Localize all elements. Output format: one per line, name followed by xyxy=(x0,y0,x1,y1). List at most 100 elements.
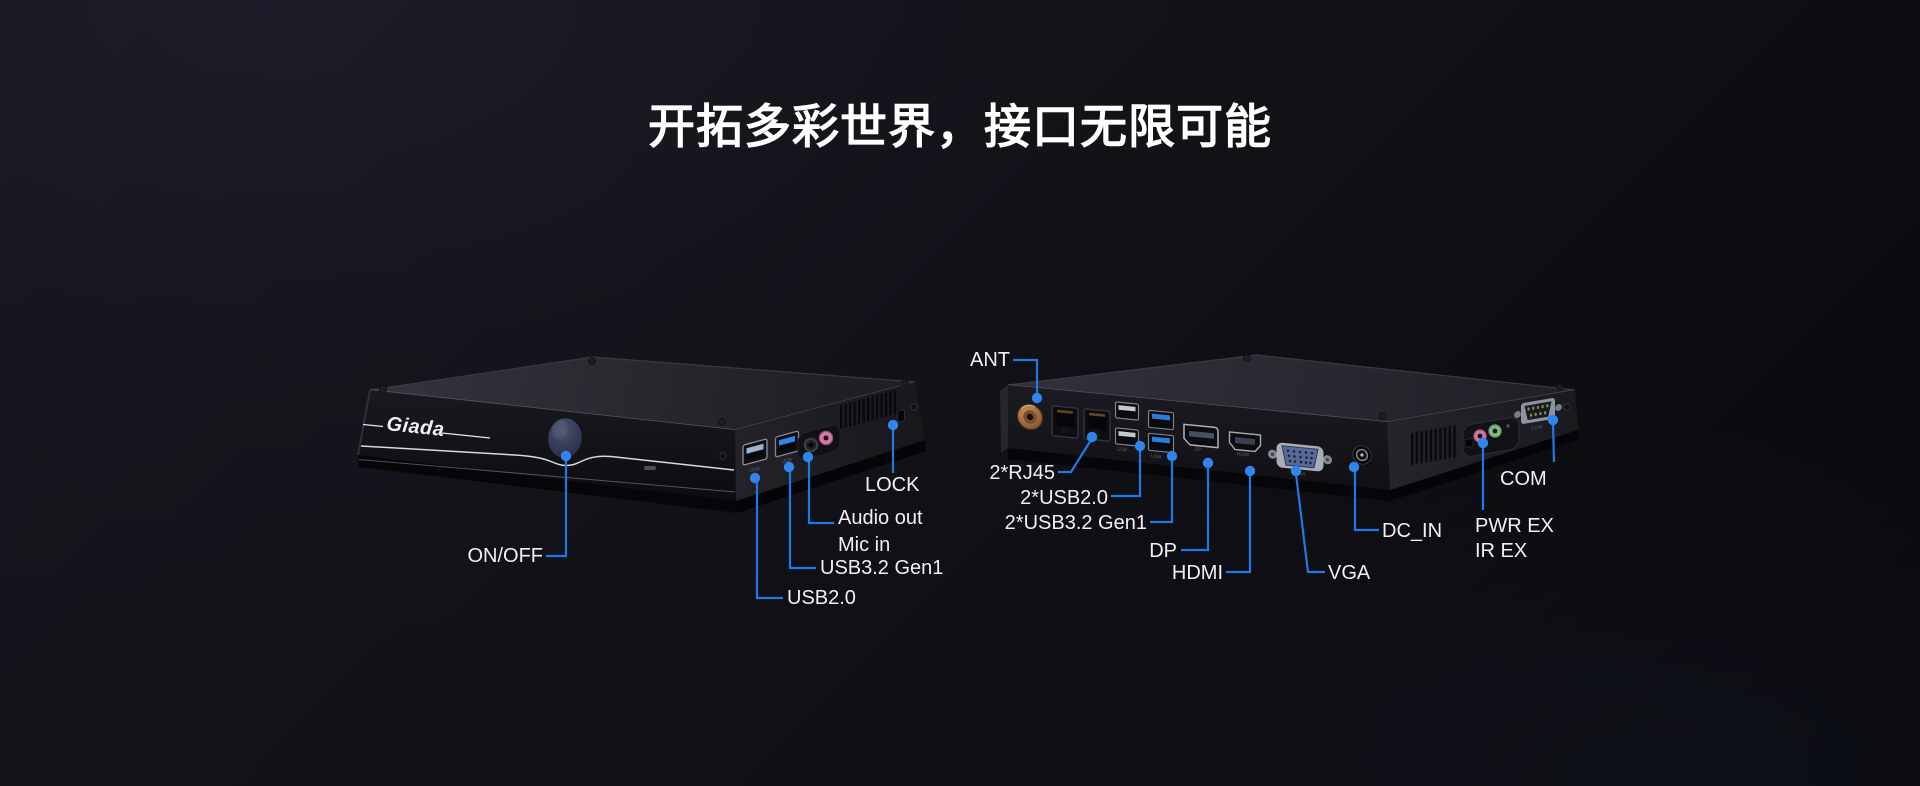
vent-grille xyxy=(1411,425,1456,465)
usb2-port[interactable] xyxy=(1114,427,1140,447)
label-audio-out: Audio out xyxy=(838,507,923,529)
left-device-base-front xyxy=(358,455,737,513)
screw-icon xyxy=(1243,354,1251,362)
lock-slot[interactable] xyxy=(897,409,905,423)
right-device-base-back xyxy=(1008,448,1390,501)
audio-out-hole xyxy=(823,435,829,441)
dot-dcin xyxy=(1348,461,1360,473)
vga-port-mark: VGA xyxy=(1295,471,1307,478)
lock-slot[interactable] xyxy=(1464,438,1474,448)
usb2-port[interactable] xyxy=(1114,401,1140,421)
vga-port[interactable] xyxy=(1268,441,1332,472)
right-device-top-face xyxy=(1008,355,1575,422)
usb-port-mark: USB xyxy=(781,457,793,465)
dp-port[interactable] xyxy=(1183,423,1219,449)
dot-com xyxy=(1547,414,1559,426)
label-rj45: 2*RJ45 xyxy=(989,462,1055,484)
logo-underline xyxy=(441,432,491,439)
left-device-top-far-edge xyxy=(369,356,916,391)
dot-onoff xyxy=(560,450,572,462)
right-device-end-cap xyxy=(1000,385,1008,453)
led-indicator xyxy=(644,466,656,470)
left-device-base-side xyxy=(736,440,926,513)
dot-dp xyxy=(1202,457,1214,469)
callout-line-usb20-left xyxy=(755,481,783,600)
left-device: Giada USB USB xyxy=(357,356,926,513)
screw-icon xyxy=(588,357,596,365)
label-ir-ex: IR EX xyxy=(1475,540,1527,562)
callout-line-audio xyxy=(807,460,834,525)
label-hdmi: HDMI xyxy=(1172,562,1223,584)
label-com: COM xyxy=(1500,468,1547,490)
label-mic-in: Mic in xyxy=(838,534,890,556)
screw-icon xyxy=(1379,412,1387,420)
dot-usb32-right xyxy=(1166,450,1178,462)
callout-line-dp xyxy=(1181,466,1210,552)
usb3-port[interactable] xyxy=(1147,409,1175,431)
callout-line-hdmi xyxy=(1226,474,1252,574)
label-ant: ANT xyxy=(970,349,1010,371)
hdmi-port-mark: HDMI xyxy=(1236,451,1249,458)
front-deco-line-2 xyxy=(358,459,736,493)
brand-logo: Giada xyxy=(362,413,491,441)
mic-jack-hole xyxy=(808,442,814,448)
ant-connector[interactable] xyxy=(1017,403,1043,431)
vent-grille xyxy=(840,389,897,429)
screw-icon xyxy=(1556,383,1564,391)
callout-line-usb32-right xyxy=(1150,459,1174,524)
ir-ex-hole xyxy=(1492,428,1498,434)
callout-line-vga xyxy=(1294,473,1325,574)
screw-icon xyxy=(718,418,726,426)
dot-usb20-right xyxy=(1134,440,1146,452)
label-usb32-left: USB3.2 Gen1 xyxy=(820,557,943,579)
left-device-front-left-edge xyxy=(357,389,371,456)
dot-lock xyxy=(887,419,899,431)
callout-lines xyxy=(546,358,1556,600)
rj45-port[interactable] xyxy=(1051,405,1079,439)
hdmi-port[interactable] xyxy=(1228,431,1262,453)
callout-line-usb20-right xyxy=(1111,449,1142,498)
callout-dots xyxy=(560,392,1559,484)
label-usb20-right: 2*USB2.0 xyxy=(1020,487,1108,509)
label-usb20-left: USB2.0 xyxy=(787,587,856,609)
dc-in-jack[interactable] xyxy=(1352,445,1372,465)
left-device-top-face xyxy=(370,357,915,430)
left-device-front-face xyxy=(358,390,736,501)
usb-port-mark: USB xyxy=(749,466,761,474)
page-title: 开拓多彩世界，接口无限可能 xyxy=(648,100,1272,153)
com-port[interactable] xyxy=(1514,396,1562,425)
dot-usb32-left xyxy=(783,461,795,473)
callout-line-com xyxy=(1551,422,1556,463)
dot-vga xyxy=(1290,465,1302,477)
dot-pwrex xyxy=(1477,437,1489,449)
label-vga: VGA xyxy=(1328,562,1371,584)
audio-panel xyxy=(1462,417,1520,457)
label-pwr-ex: PWR EX xyxy=(1475,515,1554,537)
label-usb32-right: 2*USB3.2 Gen1 xyxy=(1005,512,1147,534)
label-dcin: DC_IN xyxy=(1382,520,1442,542)
com-port-mark: COM xyxy=(1531,424,1543,432)
dot-ant xyxy=(1031,392,1043,404)
usb2-port[interactable] xyxy=(742,438,768,466)
callout-line-dcin xyxy=(1353,470,1379,532)
callout-line-rj45 xyxy=(1058,439,1092,474)
usb-port-mark: USB xyxy=(1117,447,1128,454)
dot-hdmi xyxy=(1244,465,1256,477)
usb3-port[interactable] xyxy=(1147,432,1175,454)
logo-left-line xyxy=(362,423,384,428)
screw-icon xyxy=(719,452,727,460)
callout-line-ant xyxy=(1013,358,1039,395)
right-device: USB USB DP HDMI xyxy=(1000,354,1578,501)
pwr-ex-hole xyxy=(1477,433,1483,439)
right-device-top-far-edge xyxy=(1007,354,1576,391)
screw-icon xyxy=(910,403,918,411)
usb3-port[interactable] xyxy=(774,430,800,458)
callout-line-usb32-left xyxy=(788,470,816,570)
pinhole xyxy=(1506,424,1510,428)
callout-labels: ON/OFF USB2.0 USB3.2 Gen1 Audio out Mic … xyxy=(467,349,1553,609)
callout-line-onoff xyxy=(546,459,568,558)
label-dp: DP xyxy=(1149,540,1177,562)
power-button[interactable] xyxy=(545,416,585,461)
screw-icon xyxy=(1563,403,1571,411)
